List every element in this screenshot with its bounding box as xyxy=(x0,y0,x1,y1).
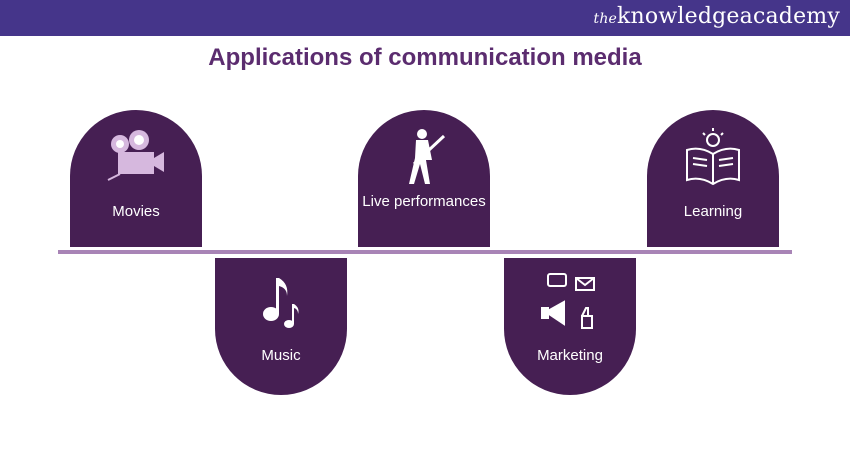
card-label: Movies xyxy=(112,203,160,220)
card-music: Music xyxy=(215,258,347,395)
card-learning: Learning xyxy=(647,110,779,247)
card-label: Marketing xyxy=(537,347,603,364)
music-note-icon xyxy=(263,278,299,328)
card-label: Live performances xyxy=(362,193,486,210)
logo-prefix: the xyxy=(593,11,618,27)
card-label: Learning xyxy=(683,203,743,220)
megaphone-icon xyxy=(541,273,595,329)
timeline-line xyxy=(58,250,792,254)
film-camera-icon xyxy=(107,130,164,181)
brand-logo: theknowledgeacademy xyxy=(594,4,841,29)
open-book-bulb-icon xyxy=(686,128,740,186)
header-bar: theknowledgeacademy xyxy=(0,0,850,36)
page-title: Applications of communication media xyxy=(208,44,642,71)
card-movies: Movies xyxy=(70,110,202,247)
card-live-performances: Live performances xyxy=(358,110,490,247)
card-marketing: Marketing xyxy=(504,258,636,395)
guitarist-icon xyxy=(409,129,446,184)
logo-main: knowledgeacademy xyxy=(617,4,840,29)
card-label: Music xyxy=(261,347,301,364)
